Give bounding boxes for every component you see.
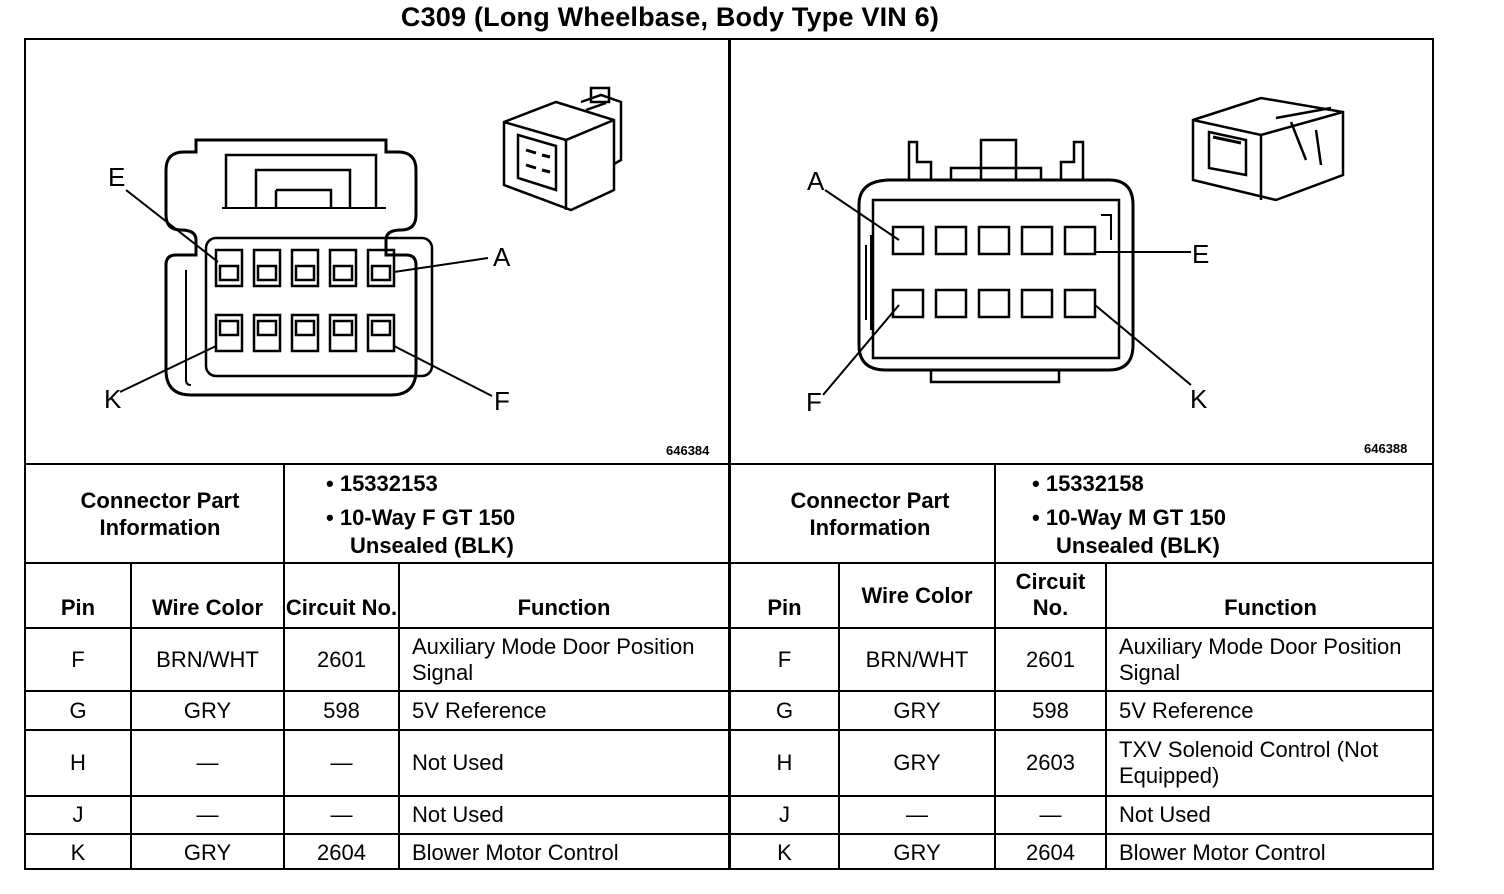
row-line-4 [24, 833, 1434, 835]
left-row-g-circuit: 598 [323, 697, 360, 723]
left-part-info: • 15332153 • 10-Way F GT 150 Unsealed (B… [326, 471, 516, 558]
row-line-1 [24, 690, 1434, 692]
right-row-k-pin: K [777, 839, 792, 865]
right-row-k-wire-color: GRY [893, 839, 941, 865]
left-row-k-wire-color: GRY [183, 839, 232, 865]
right-connector-diagram [822, 96, 1345, 396]
left-connector-info-label: Connector Part Information [80, 487, 240, 540]
left-row-k-function: Blower Motor Control [412, 839, 619, 865]
left-pin-label-a: A [493, 242, 511, 272]
right-row-j-circuit: — [1039, 802, 1062, 827]
left-col-line-3 [398, 562, 400, 870]
right-header-pin: Pin [767, 595, 802, 620]
left-row-h-pin: H [70, 750, 86, 775]
right-pin-label-k: K [1190, 384, 1208, 414]
left-row-k-pin: K [70, 839, 86, 865]
right-col-line-2 [994, 463, 996, 870]
left-part-seal: Unsealed (BLK) [350, 533, 514, 558]
right-part-number: 15332158 [1045, 471, 1144, 496]
left-header-circuit: Circuit No. [285, 595, 398, 620]
left-part-type: 10-Way F GT 150 [339, 505, 516, 530]
row-line-3 [24, 795, 1434, 797]
right-row-h-pin: H [776, 750, 793, 775]
right-header-circuit: Circuit No. [1015, 569, 1086, 620]
left-row-f-circuit: 2601 [317, 646, 366, 672]
left-row-j-function: Not Used [412, 802, 504, 827]
right-row-j-pin: J [779, 802, 790, 827]
right-pin-label-f: F [806, 387, 822, 417]
header-bottom-line [24, 627, 1434, 629]
right-col-line-1 [838, 562, 840, 870]
right-part-seal: Unsealed (BLK) [1056, 533, 1220, 558]
right-row-k-function: Blower Motor Control [1119, 839, 1326, 865]
left-pin-label-f: F [494, 386, 510, 416]
right-row-f-circuit: 2601 [1026, 646, 1075, 672]
right-row-f-wire-color: BRN/WHT [865, 646, 969, 672]
left-pin-label-e: E [108, 162, 126, 192]
right-row-f-function: Auxiliary Mode Door Position Signal [1119, 633, 1402, 685]
right-figure-id: 646388 [1364, 441, 1408, 456]
left-figure-id: 646384 [666, 443, 710, 458]
center-divider [728, 38, 731, 870]
left-row-h-circuit: — [330, 750, 353, 775]
right-row-j-function: Not Used [1119, 802, 1211, 827]
row-line-2 [24, 729, 1434, 731]
right-row-k-circuit: 2604 [1026, 839, 1075, 865]
left-row-f-pin: F [71, 646, 85, 672]
left-connector-diagram [119, 86, 623, 397]
left-row-j-circuit: — [330, 802, 353, 827]
info-bottom-line [24, 562, 1434, 564]
left-row-g-function: 5V Reference [412, 697, 547, 723]
right-part-type: 10-Way M GT 150 [1045, 505, 1226, 530]
right-row-h-wire-color: GRY [893, 750, 941, 775]
left-row-j-wire-color: — [196, 802, 219, 827]
left-header-pin: Pin [60, 595, 96, 620]
left-row-k-circuit: 2604 [317, 839, 366, 865]
right-row-j-wire-color: — [906, 802, 928, 827]
left-row-f-function: Auxiliary Mode Door Position Signal [412, 633, 695, 685]
left-row-h-function: Not Used [412, 750, 504, 775]
left-row-f-wire-color: BRN/WHT [156, 646, 259, 672]
left-header-wire-color: Wire Color [151, 595, 264, 620]
right-row-h-function: TXV Solenoid Control (Not Equipped) [1119, 737, 1379, 788]
right-row-f-pin: F [777, 646, 792, 672]
right-row-g-wire-color: GRY [893, 697, 941, 723]
left-pin-label-k: K [104, 384, 122, 414]
left-col-line-2 [283, 463, 285, 870]
left-row-g-wire-color: GRY [183, 697, 232, 723]
left-part-number: 15332153 [339, 471, 438, 496]
left-col-line-1 [130, 562, 132, 870]
right-row-g-circuit: 598 [1032, 697, 1069, 723]
right-part-info: • 15332158 • 10-Way M GT 150 Unsealed (B… [1032, 471, 1226, 558]
right-pin-label-e: E [1192, 239, 1210, 269]
right-header-function: Function [1224, 595, 1317, 620]
right-row-g-function: 5V Reference [1119, 697, 1254, 723]
right-pin-label-a: A [807, 166, 825, 196]
left-row-j-pin: J [72, 802, 84, 827]
right-row-h-circuit: 2603 [1026, 750, 1075, 775]
diagram-bottom-line [24, 463, 1434, 465]
left-row-g-pin: G [69, 697, 87, 723]
left-header-function: Function [517, 595, 611, 620]
page-title: C309 (Long Wheelbase, Body Type VIN 6) [400, 2, 940, 32]
right-col-line-3 [1105, 562, 1107, 870]
right-header-wire-color: Wire Color [861, 583, 973, 608]
right-connector-info-label: Connector Part Information [790, 487, 950, 540]
right-row-g-pin: G [775, 697, 794, 723]
left-row-h-wire-color: — [196, 750, 219, 775]
